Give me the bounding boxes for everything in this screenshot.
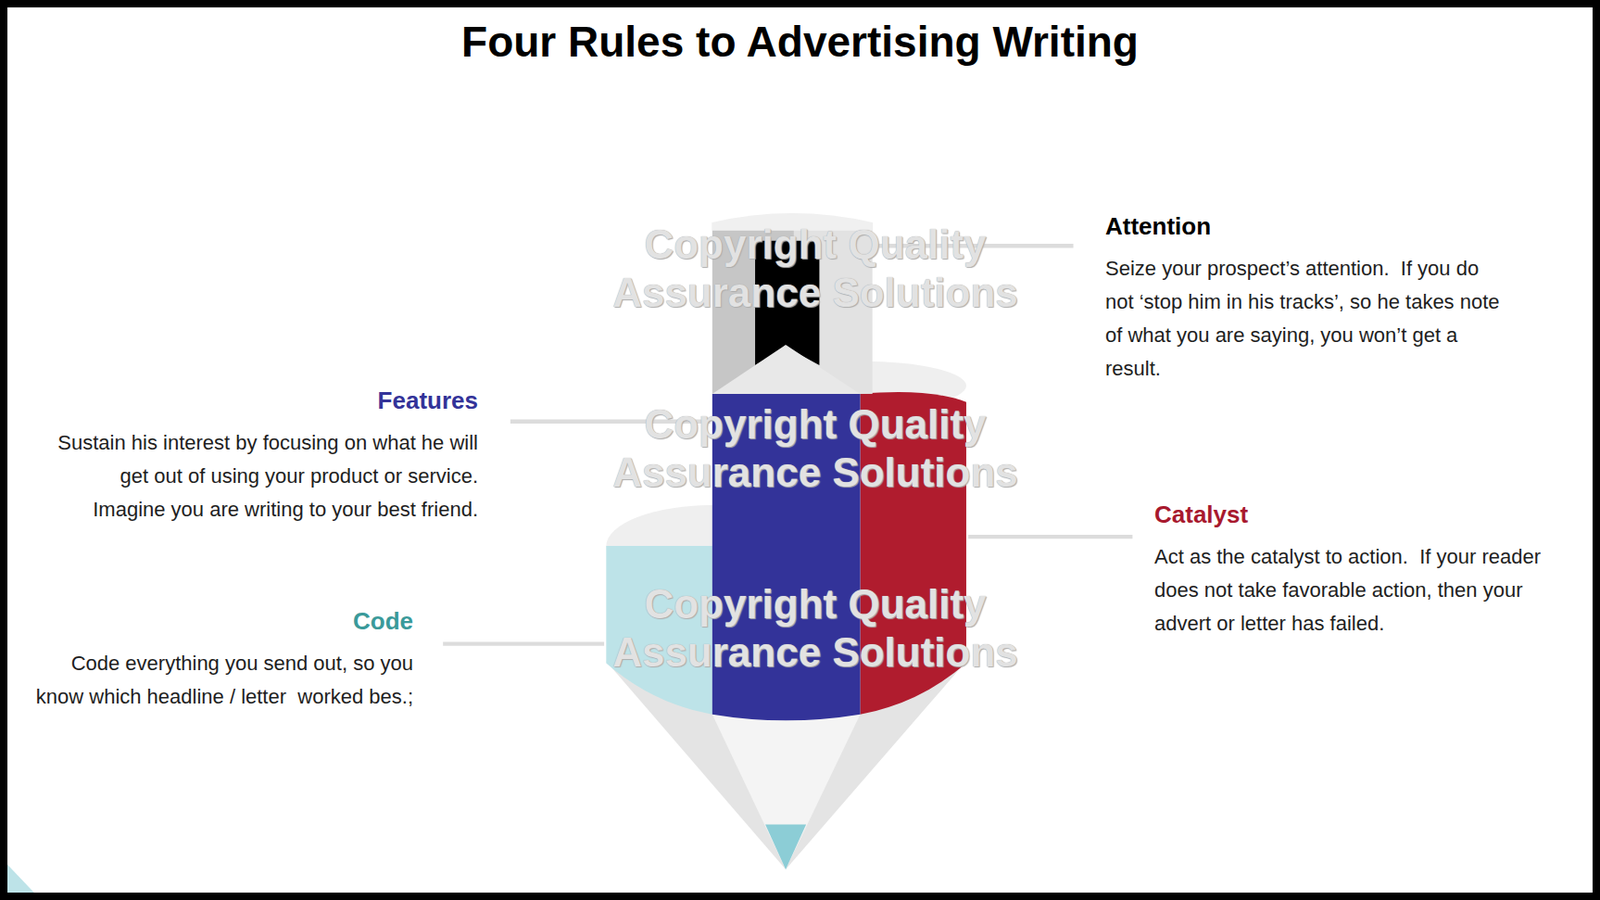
slide-title: Four Rules to Advertising Writing (0, 14, 1600, 69)
corner-accent (0, 856, 41, 900)
pencil-cone-face (712, 714, 861, 870)
watermark: Copyright Quality Assurance Solutions (574, 220, 1057, 317)
pencil-tip (765, 824, 807, 870)
callout-heading: Attention (1105, 209, 1504, 243)
callout-heading: Code (25, 604, 414, 638)
callout-block: CodeCode everything you send out, so you… (25, 604, 414, 714)
callout-heading: Catalyst (1154, 497, 1553, 531)
callout-body: Act as the catalyst to action. If your r… (1154, 540, 1553, 641)
callout-block: FeaturesSustain his interest by focusing… (46, 383, 479, 527)
callout-body: Code everything you send out, so you kno… (25, 646, 414, 714)
callout-body: Sustain his interest by focusing on what… (46, 426, 479, 527)
watermark: Copyright Quality Assurance Solutions (574, 579, 1057, 677)
watermark: Copyright Quality Assurance Solutions (574, 400, 1057, 497)
callout-heading: Features (46, 383, 479, 417)
callout-body: Seize your prospect’s attention. If you … (1105, 251, 1504, 386)
sharpened-collar (712, 344, 861, 394)
callout-block: AttentionSeize your prospect’s attention… (1105, 209, 1504, 386)
callout-block: CatalystAct as the catalyst to action. I… (1154, 497, 1553, 641)
